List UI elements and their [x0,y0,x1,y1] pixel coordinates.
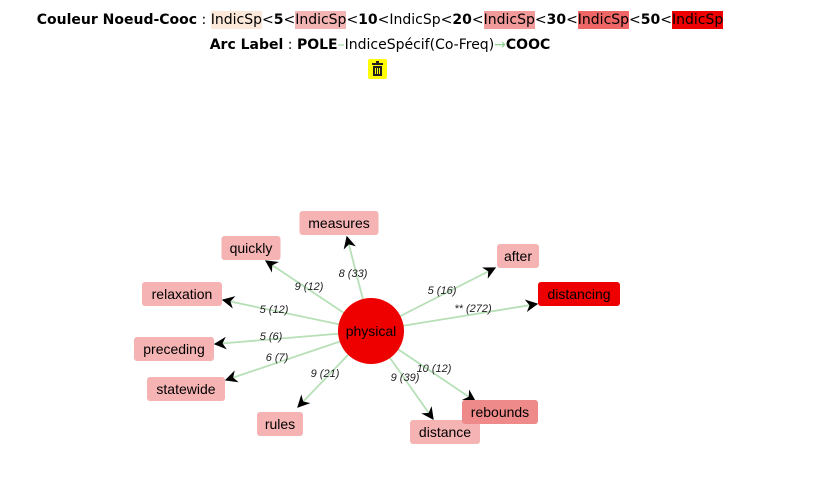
node-box-measures[interactable] [299,211,379,235]
edge-label-rules: 9 (21) [311,368,340,380]
legend-text: < [346,12,359,28]
edge-label-rebounds: 10 (12) [417,363,452,375]
legend-swatch: IndicSp [672,11,724,29]
legend-text: 20 [452,12,472,28]
node-box-distancing[interactable] [538,282,620,306]
arc-middle-label: IndiceSpécif(Co-Freq) [344,37,495,53]
edge-label-relaxation: 5 (12) [260,304,289,316]
center-node-label: physical [346,323,397,339]
legend-text: < [566,12,578,28]
arc-label-separator: : [283,37,297,53]
node-relaxation[interactable]: relaxation [142,282,222,306]
node-box-after[interactable] [497,244,539,268]
node-center-physical[interactable]: physical [338,298,404,364]
node-label-distancing: distancing [547,286,610,302]
node-quickly[interactable]: quickly [221,236,281,260]
edge-label-after: 5 (16) [428,285,457,297]
node-box-relaxation[interactable] [142,282,222,306]
node-rules[interactable]: rules [257,412,303,436]
arc-label-title: Arc Label [209,37,284,53]
legend-swatch: IndicSp [483,11,535,29]
node-measures[interactable]: measures [299,211,379,235]
node-color-legend: Couleur Noeud-Cooc : IndicSp<5<IndicSp<1… [0,11,760,29]
node-statewide[interactable]: statewide [147,377,225,401]
node-label-relaxation: relaxation [152,286,213,302]
edge-label-quickly: 9 (12) [295,281,324,293]
arc-arrow-icon: → [494,37,506,53]
node-box-quickly[interactable] [221,236,281,260]
legend-swatch: IndicSp [295,11,347,29]
center-node-circle[interactable] [338,298,404,364]
node-preceding[interactable]: preceding [134,337,214,361]
legend-text: < [534,12,547,28]
legend-text: < [283,12,296,28]
node-after[interactable]: after [497,244,539,268]
legend-text: < [471,12,484,28]
legend-text: <IndicSp< [377,12,453,28]
node-box-preceding[interactable] [134,337,214,361]
node-label-measures: measures [308,215,369,231]
node-distance[interactable]: distance [410,420,480,444]
legend-text: < [660,12,672,28]
legend-items: IndicSp<5<IndicSp<10<IndicSp<20<IndicSp<… [210,11,724,29]
legend-swatch: IndicSp [577,11,630,29]
node-box-distance[interactable] [410,420,480,444]
edge-label-measures: 8 (33) [339,268,368,280]
node-box-statewide[interactable] [147,377,225,401]
edge-label-statewide: 6 (7) [266,352,289,364]
legend-title: Couleur Noeud-Cooc [36,12,198,28]
node-box-rebounds[interactable] [462,400,538,424]
node-label-preceding: preceding [143,341,205,357]
edge-label-distancing: ** (272) [454,303,492,315]
node-rebounds[interactable]: rebounds [462,400,538,424]
trash-icon[interactable] [368,59,387,79]
arc-line-segment: – [337,37,345,53]
node-label-quickly: quickly [230,240,273,256]
node-label-statewide: statewide [156,381,215,397]
legend-separator: : [197,12,211,28]
node-label-rebounds: rebounds [471,404,529,420]
arc-label-legend: Arc Label : POLE–IndiceSpécif(Co-Freq)→C… [0,37,760,53]
node-label-rules: rules [265,416,295,432]
legend-text: 10 [358,12,378,28]
legend-text: 50 [640,12,661,28]
node-box-rules[interactable] [257,412,303,436]
edge-label-preceding: 5 (6) [260,331,283,343]
arc-pole-label: POLE [296,37,338,53]
legend-text: 30 [546,12,567,28]
legend-swatch: IndicSp [210,11,262,29]
node-label-after: after [504,248,532,264]
legend-text: < [629,12,641,28]
node-distancing[interactable]: distancing [538,282,620,306]
legend-text: < [261,12,274,28]
legend-text: 5 [273,12,284,28]
node-label-distance: distance [419,424,471,440]
edge-label-distance: 9 (39) [391,372,420,384]
arc-cooc-label: COOC [505,37,551,53]
